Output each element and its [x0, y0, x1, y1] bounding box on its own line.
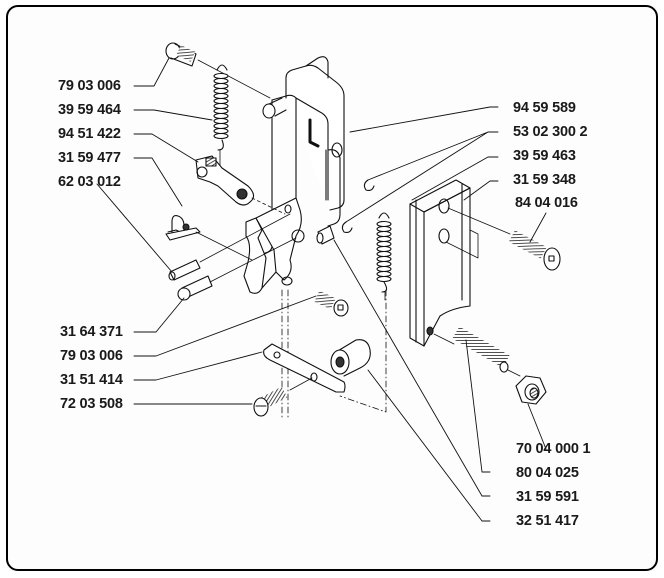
spring-coil	[376, 270, 392, 278]
spring-coil	[213, 107, 229, 115]
label-70-04-000-1: 70 04 000 1	[516, 441, 591, 457]
spacer-32-51-417	[330, 339, 371, 377]
circlip-53-02-300-2-b	[341, 221, 353, 234]
label-31-59-477: 31 59 477	[58, 150, 121, 166]
bearing-block-31-59-477	[165, 215, 253, 261]
spring-coil	[213, 82, 229, 90]
screw-79-03-006-top	[165, 42, 271, 99]
screw-79-03-006-lower	[314, 290, 349, 317]
spring-coil	[376, 235, 392, 243]
nut-70-04-000-1	[515, 375, 547, 405]
label-62-03-012: 62 03 012	[58, 174, 121, 190]
label-84-04-016: 84 04 016	[515, 195, 578, 211]
spring-coil	[213, 87, 229, 95]
label-94-51-422: 94 51 422	[58, 126, 121, 142]
lever-94-51-422	[195, 155, 292, 215]
label-72-03-508: 72 03 508	[60, 396, 123, 412]
spring-coil	[213, 102, 229, 110]
lever-body-94-59-589	[243, 56, 345, 294]
spring-coil	[213, 127, 229, 135]
pin-31-59-591	[316, 225, 335, 245]
bar-31-59-348	[409, 179, 479, 347]
label-32-51-417: 32 51 417	[516, 513, 579, 529]
spring-coil	[213, 122, 229, 130]
spring-coil	[376, 260, 392, 268]
spring-coil	[213, 117, 229, 125]
pin-62-03-012	[168, 213, 291, 281]
label-79-03-006-lower: 79 03 006	[60, 348, 123, 364]
spring-coil	[213, 72, 229, 80]
spring-coil	[376, 225, 392, 233]
spring-coil	[213, 112, 229, 120]
label-31-51-414: 31 51 414	[60, 372, 123, 388]
spring-coil	[376, 230, 392, 238]
spring-39-59-463	[376, 212, 392, 301]
screw-84-04-016	[447, 207, 561, 271]
label-39-59-464: 39 59 464	[58, 102, 121, 118]
setscrew-80-04-025	[433, 326, 521, 377]
label-39-59-463: 39 59 463	[513, 148, 576, 164]
label-53-02-300-2: 53 02 300 2	[513, 124, 588, 140]
plate-31-51-414	[263, 343, 346, 393]
spring-coil	[376, 265, 392, 273]
spring-coil	[376, 240, 392, 248]
label-31-59-591: 31 59 591	[516, 489, 579, 505]
leader-lines	[96, 57, 547, 522]
spring-coil	[213, 97, 229, 105]
pin-31-64-371	[177, 229, 305, 301]
spring-39-59-464	[213, 64, 229, 169]
label-80-04-025: 80 04 025	[516, 465, 579, 481]
spring-coil	[376, 245, 392, 253]
screw-72-03-508	[253, 377, 313, 417]
circlip-53-02-300-2-a	[363, 179, 375, 192]
spring-coil	[376, 220, 392, 228]
label-31-59-348: 31 59 348	[513, 172, 576, 188]
spring-coil	[213, 132, 229, 140]
spring-coil	[376, 275, 392, 283]
spring-coil	[376, 250, 392, 258]
label-94-59-589: 94 59 589	[513, 100, 576, 116]
spring-coil	[213, 92, 229, 100]
l-side-marker	[308, 118, 320, 148]
spring-coil	[213, 77, 229, 85]
label-79-03-006-top: 79 03 006	[58, 78, 121, 94]
spring-coil	[376, 255, 392, 263]
label-31-64-371: 31 64 371	[60, 324, 123, 340]
